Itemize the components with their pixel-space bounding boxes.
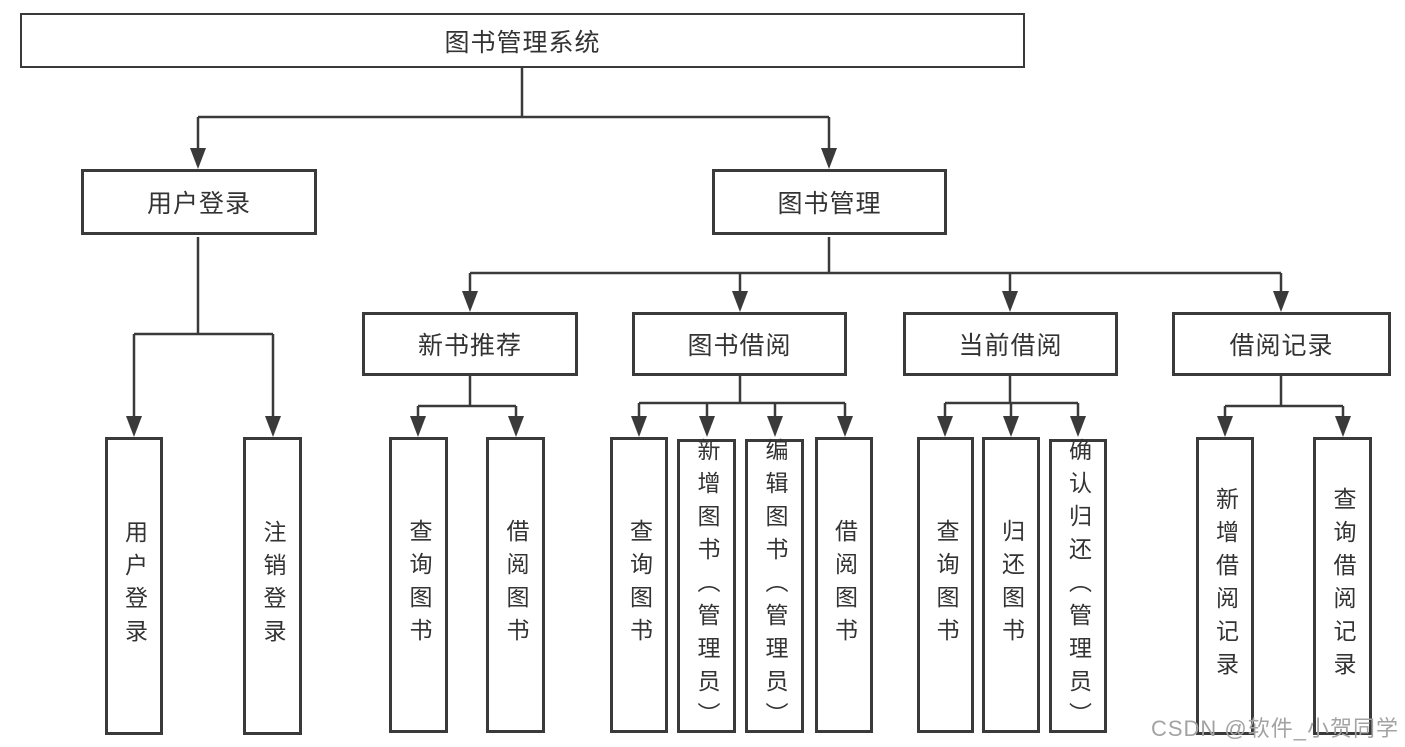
- node-book-management: 图书管理: [712, 169, 947, 235]
- node-label: 图书管理: [777, 190, 882, 218]
- leaf-add-book-admin: 新增图书（管理员）: [677, 437, 736, 735]
- node-label: 借阅记录: [1229, 332, 1334, 360]
- leaf-query-books-1: 查询图书: [389, 437, 448, 733]
- leaf-label: 查询图书: [933, 519, 959, 651]
- leaf-label: 新增图书（管理员）: [694, 437, 720, 735]
- leaf-label: 查询借阅记录: [1330, 487, 1356, 685]
- node-label: 当前借阅: [958, 332, 1063, 360]
- leaf-label: 确认归还（管理员）: [1065, 437, 1092, 735]
- node-book-borrowing: 图书借阅: [632, 312, 847, 376]
- node-label: 图书借阅: [687, 332, 792, 360]
- leaf-query-borrow-record: 查询借阅记录: [1313, 437, 1372, 735]
- leaf-query-books-2: 查询图书: [610, 437, 668, 733]
- node-new-book-recommendation: 新书推荐: [362, 312, 578, 376]
- leaf-logout: 注销登录: [243, 437, 302, 735]
- leaf-confirm-return-admin: 确认归还（管理员）: [1049, 437, 1107, 735]
- leaf-label: 用户登录: [121, 520, 148, 652]
- leaf-user-login: 用户登录: [105, 437, 163, 735]
- leaf-add-borrow-record: 新增借阅记录: [1196, 437, 1254, 735]
- node-current-borrowing: 当前借阅: [903, 312, 1118, 376]
- node-label: 新书推荐: [417, 332, 522, 360]
- leaf-edit-book-admin: 编辑图书（管理员）: [745, 437, 804, 735]
- leaf-label: 注销登录: [260, 520, 286, 652]
- leaf-label: 借阅图书: [503, 519, 529, 651]
- leaf-borrow-books-2: 借阅图书: [815, 437, 873, 733]
- node-label: 图书管理系统: [444, 28, 601, 57]
- leaf-label: 新增借阅记录: [1212, 487, 1239, 685]
- leaf-query-books-3: 查询图书: [917, 437, 974, 733]
- node-library-management-system: 图书管理系统: [20, 13, 1025, 68]
- arrowhead-icons: [126, 148, 1351, 437]
- node-user-login-branch: 用户登录: [81, 169, 317, 235]
- leaf-label: 查询图书: [406, 519, 432, 651]
- leaf-label: 编辑图书（管理员）: [762, 437, 788, 735]
- node-borrowing-records: 借阅记录: [1172, 312, 1391, 376]
- leaf-label: 查询图书: [626, 519, 653, 651]
- leaf-return-books: 归还图书: [982, 437, 1040, 733]
- leaf-borrow-books-1: 借阅图书: [486, 437, 545, 733]
- leaf-label: 归还图书: [998, 519, 1025, 651]
- csdn-watermark: CSDN @软件_小贺同学: [1150, 716, 1399, 741]
- leaf-label: 借阅图书: [831, 519, 858, 651]
- node-label: 用户登录: [146, 190, 251, 218]
